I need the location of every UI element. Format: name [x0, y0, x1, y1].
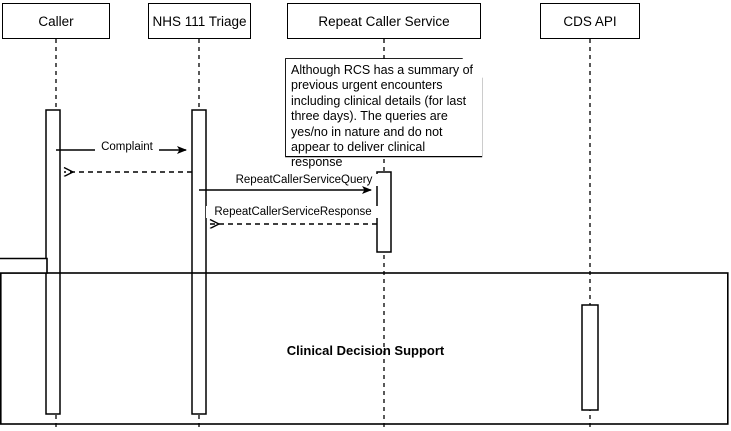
- fragment-box: [0, 272, 729, 425]
- activation-bars: [45, 109, 599, 415]
- message-label-complaint-text: Complaint: [101, 141, 153, 153]
- participant-repeat-caller-service[interactable]: Repeat Caller Service: [287, 3, 481, 39]
- participant-caller[interactable]: Caller: [2, 3, 110, 39]
- note-text-block[interactable]: Although RCS has a summary of previous u…: [286, 59, 482, 169]
- participant-nhs111-triage-label: NHS 111 Triage: [152, 13, 247, 29]
- participant-repeat-caller-service-label: Repeat Caller Service: [318, 13, 450, 29]
- fragment-label-text: Clinical Decision Support: [286, 343, 445, 358]
- participant-nhs111-triage[interactable]: NHS 111 Triage: [148, 3, 251, 39]
- activation-caller: [45, 109, 61, 415]
- message-label-complaint: Complaint: [95, 141, 159, 153]
- message-label-rcs-query-text: RepeatCallerServiceQuery: [235, 174, 373, 186]
- fragment-frame: [0, 257, 729, 425]
- note-text: Although RCS has a summary of previous u…: [291, 63, 474, 170]
- fragment-tab: [0, 257, 48, 274]
- participant-caller-label: Caller: [38, 13, 74, 29]
- message-label-rcs-response-text: RepeatCallerServiceResponse: [214, 206, 372, 218]
- fragment-label: Clinical Decision Support: [0, 343, 731, 358]
- activation-nhs111: [191, 109, 207, 415]
- message-label-rcs-response: RepeatCallerServiceResponse: [206, 206, 380, 218]
- message-label-rcs-query: RepeatCallerServiceQuery: [228, 174, 380, 186]
- participant-cds-api[interactable]: CDS API: [540, 3, 640, 39]
- participant-cds-api-label: CDS API: [563, 13, 617, 29]
- activation-cds: [581, 304, 599, 411]
